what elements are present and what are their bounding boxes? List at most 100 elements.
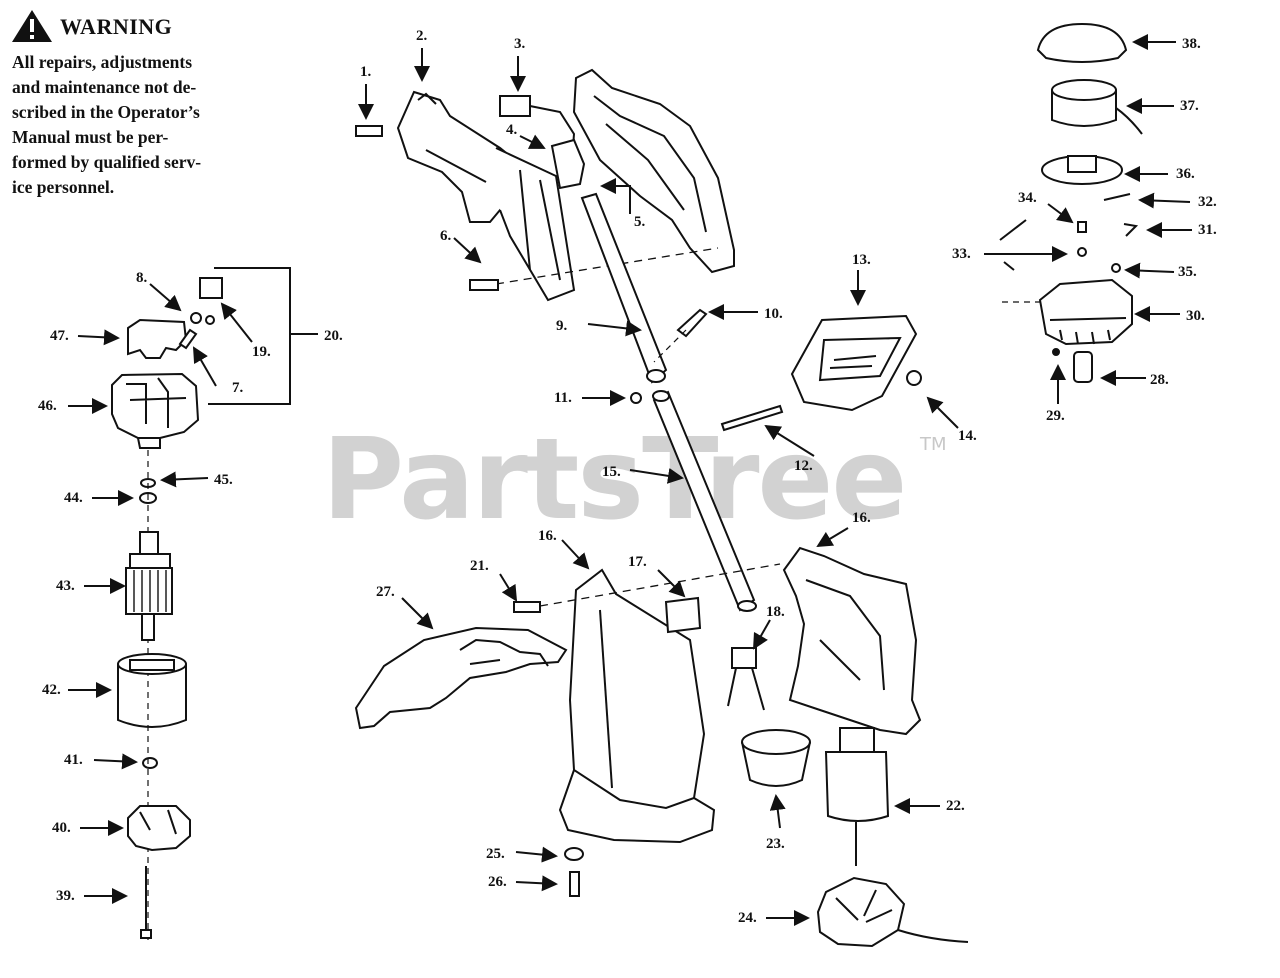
- part-37-spool: [1051, 79, 1143, 135]
- part-6-screw: [469, 279, 499, 291]
- callout-arrows: [68, 34, 1192, 926]
- part-24-fan: [816, 876, 969, 948]
- part-15-lower-tube: [652, 390, 757, 612]
- label-part-8: 8.: [136, 270, 148, 286]
- part-9-upper-tube: [580, 192, 668, 384]
- part-7-8-19-brush-parts: [178, 277, 223, 350]
- label-part-13: 13.: [852, 252, 871, 268]
- label-part-32: 32.: [1198, 194, 1217, 210]
- label-part-36: 36.: [1176, 166, 1195, 182]
- part-20-bracket: [208, 267, 291, 405]
- part-46-brush-holder: [111, 372, 200, 449]
- part-43-armature: [125, 531, 173, 641]
- label-part-20: 20.: [324, 328, 343, 344]
- warning-title: WARNING: [60, 14, 173, 39]
- label-part-17: 17.: [628, 554, 647, 570]
- label-part-31: 31.: [1198, 222, 1217, 238]
- label-part-45: 45.: [214, 472, 233, 488]
- label-part-19: 19.: [252, 344, 271, 360]
- part-40-end-bell: [127, 805, 191, 852]
- part-4-switch-trigger: [550, 138, 586, 190]
- label-part-9: 9.: [556, 318, 568, 334]
- part-38-cap: [1036, 22, 1128, 63]
- part-10-screw: [676, 308, 708, 338]
- part-32-31-33-lines: [999, 193, 1139, 271]
- label-part-47: 47.: [50, 328, 69, 344]
- label-part-39: 39.: [56, 888, 75, 904]
- label-part-22: 22.: [946, 798, 965, 814]
- part-34-35-small: [1077, 221, 1121, 273]
- warning-line: All repairs, adjustments: [12, 52, 193, 72]
- part-29-dot: [1052, 348, 1060, 356]
- part-42-motor-housing: [117, 653, 187, 728]
- warning-line: scribed in the Operator’s: [12, 102, 200, 122]
- warning-line: Manual must be per-: [12, 127, 169, 147]
- part-2-handle-half: [396, 90, 576, 302]
- label-part-14: 14.: [958, 428, 977, 444]
- warning-line: ice personnel.: [12, 177, 115, 197]
- warning-triangle-icon: [12, 10, 52, 42]
- label-part-18: 18.: [766, 604, 785, 620]
- label-part-26: 26.: [488, 874, 507, 890]
- label-part-41: 41.: [64, 752, 83, 768]
- part-39-bolt: [140, 866, 152, 939]
- label-part-2: 2.: [416, 28, 428, 44]
- part-36-spring-cup: [1041, 155, 1123, 185]
- label-part-30: 30.: [1186, 308, 1205, 324]
- label-part-29: 29.: [1046, 408, 1065, 424]
- dash-10: [653, 329, 687, 363]
- label-part-27: 27.: [376, 584, 395, 600]
- part-5-handle-half-right: [572, 68, 735, 274]
- label-part-34: 34.: [1018, 190, 1037, 206]
- label-part-25: 25.: [486, 846, 505, 862]
- label-part-5: 5.: [634, 214, 646, 230]
- label-part-6: 6.: [440, 228, 452, 244]
- part-13-cover-plate: [790, 314, 918, 412]
- part-12-bolt: [720, 404, 784, 432]
- label-part-11: 11.: [554, 390, 572, 406]
- part-22-motor: [824, 727, 890, 866]
- part-47-cap: [127, 318, 188, 359]
- part-labels: 1. 2. 3. 4. 5. 6. 7. 8. 9. 10. 11. 12. 1…: [38, 28, 1217, 926]
- label-part-35: 35.: [1178, 264, 1197, 280]
- label-part-7: 7.: [232, 380, 244, 396]
- label-part-16-right: 16.: [852, 510, 871, 526]
- label-part-3: 3.: [514, 36, 526, 52]
- part-21-screw: [513, 601, 541, 613]
- label-part-21: 21.: [470, 558, 489, 574]
- part-17-clip: [664, 596, 702, 634]
- label-part-16-left: 16.: [538, 528, 557, 544]
- label-part-10: 10.: [764, 306, 783, 322]
- label-part-23: 23.: [766, 836, 785, 852]
- warning-line: formed by qualified serv-: [12, 152, 202, 172]
- part-41-washer: [142, 757, 158, 769]
- label-part-37: 37.: [1180, 98, 1199, 114]
- label-part-28: 28.: [1150, 372, 1169, 388]
- part-16-housing-right: [782, 546, 922, 736]
- label-part-4: 4.: [506, 122, 518, 138]
- label-part-12: 12.: [794, 458, 813, 474]
- label-part-43: 43.: [56, 578, 75, 594]
- part-14-knob: [906, 370, 922, 386]
- label-part-24: 24.: [738, 910, 757, 926]
- label-part-33: 33.: [952, 246, 971, 262]
- dash-21: [539, 563, 781, 607]
- part-18-terminal: [727, 647, 765, 711]
- label-part-44: 44.: [64, 490, 83, 506]
- label-part-15: 15.: [602, 464, 621, 480]
- label-part-38: 38.: [1182, 36, 1201, 52]
- part-1-screw: [355, 125, 383, 137]
- part-26-screw: [569, 871, 580, 897]
- label-part-46: 46.: [38, 398, 57, 414]
- watermark-tm: TM: [920, 434, 947, 455]
- warning-line: and maintenance not de-: [12, 77, 197, 97]
- warning-text: All repairs, adjustments and maintenance…: [12, 50, 292, 200]
- part-28-knob: [1073, 351, 1093, 383]
- label-part-40: 40.: [52, 820, 71, 836]
- part-23-bearing: [741, 729, 811, 787]
- watermark: PartsTree: [322, 415, 907, 545]
- label-part-42: 42.: [42, 682, 61, 698]
- part-11-nut: [630, 392, 642, 404]
- part-27-guard: [354, 626, 568, 730]
